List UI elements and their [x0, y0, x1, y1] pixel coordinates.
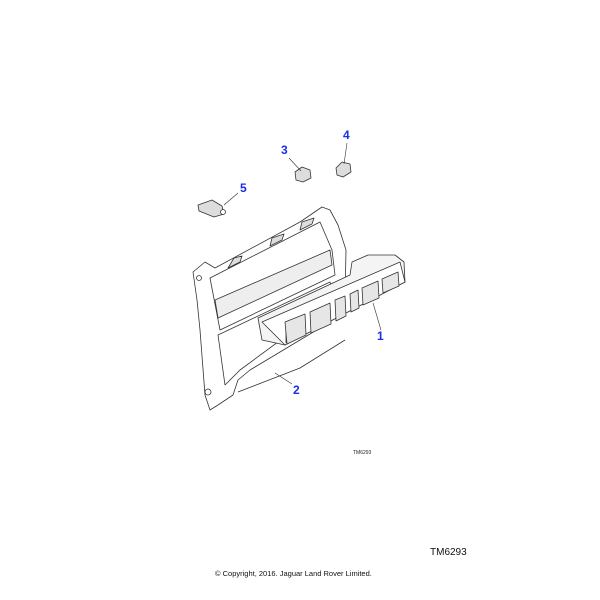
callout-3[interactable]: 3: [281, 143, 288, 157]
callout-1[interactable]: 1: [377, 329, 384, 343]
clip-4-part: [335, 161, 352, 178]
callout-5[interactable]: 5: [240, 181, 247, 195]
figure-ref-large: TM6293: [430, 547, 467, 558]
leader-lines: [223, 142, 382, 385]
clip-3-part: [294, 166, 312, 183]
callout-4[interactable]: 4: [343, 128, 350, 142]
figure-ref-small: TM6293: [353, 450, 372, 456]
copyright-notice: © Copyright, 2016. Jaguar Land Rover Lim…: [215, 569, 372, 578]
callout-2[interactable]: 2: [293, 383, 300, 397]
bracket-5-part: [197, 199, 225, 218]
